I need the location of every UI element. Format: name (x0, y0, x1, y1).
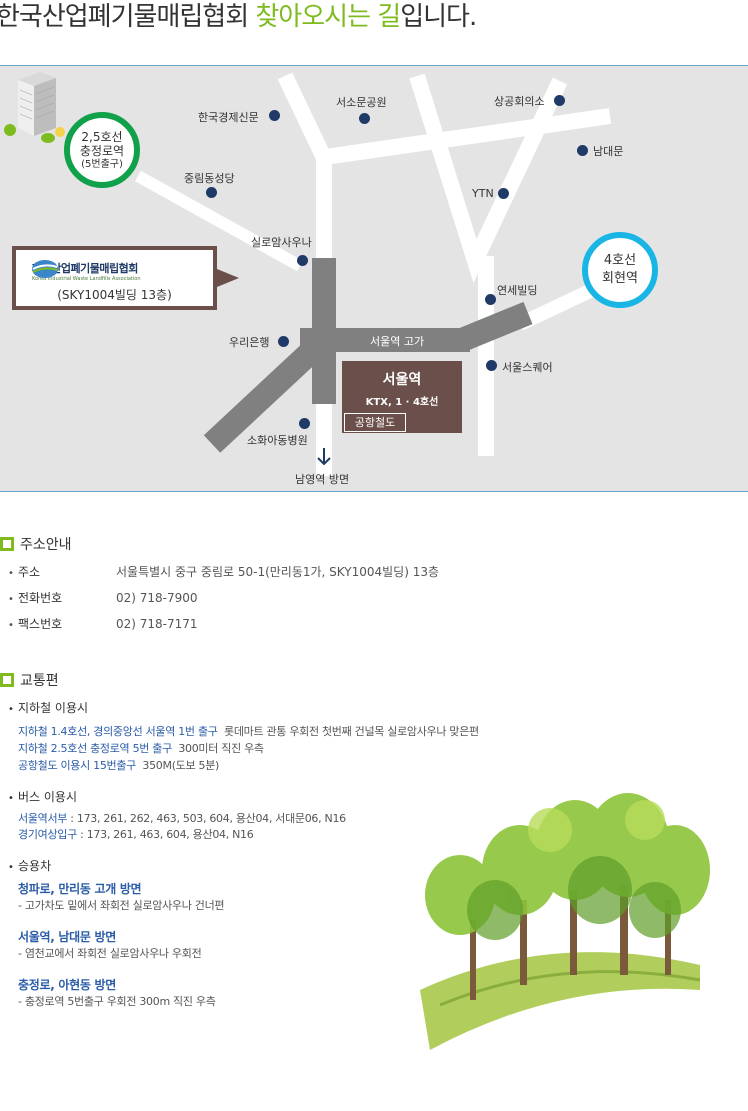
overpass-label: 서울역 고가 (370, 335, 425, 348)
road-y (409, 73, 568, 283)
place-chamber: 상공회의소 (494, 95, 545, 108)
place-seosomun-park: 서소문공원 (336, 96, 387, 109)
car-heading: •승용차 (8, 859, 52, 873)
road-top (316, 108, 612, 166)
car-route-1-title: 청파로, 만리동 고개 방면 (18, 882, 142, 896)
station-chungjeongno: 2,5호선 충정로역 (5번출구) (64, 112, 140, 188)
dot-sauna (297, 255, 308, 266)
dot-seosomun-park (359, 113, 370, 124)
location-map: 서소문공원 상공회의소 한국경제신문 남대문 중림동성당 YTN 실로암사우나 … (0, 65, 748, 492)
bus-heading: •버스 이용시 (8, 790, 78, 804)
dot-woori-bank (278, 336, 289, 347)
dot-hospital (299, 418, 310, 429)
dot-korea-economic-daily (269, 110, 280, 121)
road-hoehyeon (517, 284, 593, 331)
place-korea-economic-daily: 한국경제신문 (198, 111, 259, 124)
car-route-2-desc: - 염천교에서 좌회전 실로암사우나 우회전 (18, 947, 202, 960)
seoul-station-lines: KTX, 1 · 4호선 (365, 397, 439, 408)
transport-section-heading: 교통편 (0, 670, 59, 690)
square-bullet-icon (0, 673, 14, 687)
association-subtitle: Korea Industrial Waste Landfills Associa… (32, 276, 141, 282)
dot-chamber (554, 95, 565, 106)
dot-bullet-icon: • (8, 568, 14, 579)
station-hoehyeon: 4호선 회현역 (582, 232, 658, 308)
dot-namdaemun (577, 145, 588, 156)
place-sauna: 실로암사우나 (251, 236, 312, 249)
address-value: 서울특별시 중구 중림로 50-1(만리동1가, SKY1004빌딩) 13층 (116, 565, 439, 579)
road-nw (277, 72, 332, 162)
place-hospital: 소화아동병원 (247, 434, 308, 447)
subway-heading: •지하철 이용시 (8, 701, 89, 715)
bus-line-2: 경기여상입구 : 173, 261, 463, 604, 용산04, N16 (18, 828, 254, 841)
association-name: 한국산업폐기물매립협회 (32, 262, 138, 275)
place-woori-bank: 우리은행 (229, 336, 270, 349)
place-yonsei-bldg: 연세빌딩 (497, 284, 538, 297)
dot-bullet-icon: • (8, 620, 14, 631)
association-callout: 한국산업폐기물매립협회 Korea Industrial Waste Landf… (12, 246, 217, 310)
subway-line-2: 지하철 2.5호선 충정로역 5번 출구 300미터 직진 우측 (18, 742, 264, 755)
callout-pointer (217, 269, 239, 287)
phone-value: 02) 718-7900 (116, 591, 198, 605)
association-address: (SKY1004빌딩 13층) (57, 288, 172, 302)
dot-bullet-icon: • (8, 862, 14, 873)
address-section-heading: 주소안내 (0, 534, 72, 554)
place-namyoung: 남영역 방면 (295, 473, 350, 486)
title-highlight: 찾아오시는 길 (255, 2, 401, 32)
car-route-2-title: 서울역, 남대문 방면 (18, 930, 116, 944)
overpass-sw (203, 325, 339, 453)
dot-jungnim-church (206, 187, 217, 198)
page-title: 한국산업폐기물매립협회 찾아오시는 길입니다. (0, 0, 477, 33)
tree-illustration-icon (420, 793, 710, 1050)
place-namdaemun: 남대문 (593, 145, 624, 158)
title-suffix: 입니다. (400, 2, 477, 32)
bus-line-1: 서울역서부 : 173, 261, 262, 463, 503, 604, 용산… (18, 812, 346, 825)
seoul-station-name: 서울역 (382, 372, 422, 388)
airport-railroad-tag: 공항철도 (344, 413, 406, 432)
square-bullet-icon (0, 537, 14, 551)
road-network (135, 72, 612, 476)
association-logo-icon (32, 260, 58, 278)
car-route-3-title: 충정로, 아현동 방면 (18, 978, 116, 992)
place-jungnim-church: 중림동성당 (184, 172, 235, 185)
dot-ytn (498, 188, 509, 199)
fax-value: 02) 718-7171 (116, 617, 198, 631)
dot-bullet-icon: • (8, 704, 14, 715)
building-icon (4, 72, 65, 143)
car-route-1-desc: - 고가차도 밑에서 좌회전 실로암사우나 건너편 (18, 899, 225, 912)
road-chungjeongno (135, 170, 303, 272)
dot-yonsei-bldg (485, 294, 496, 305)
subway-line-3: 공항철도 이용시 15번출구 350M(도보 5분) (18, 759, 220, 772)
overpass-east (457, 301, 533, 352)
dot-bullet-icon: • (8, 594, 14, 605)
place-seoul-square: 서울스퀘어 (502, 361, 553, 374)
association-logo: 한국산업폐기물매립협회 Korea Industrial Waste Landf… (32, 260, 141, 282)
place-ytn: YTN (472, 187, 494, 200)
dot-seoul-square (486, 360, 497, 371)
subway-line-1: 지하철 1.4호선, 경의중앙선 서울역 1번 출구 롯데마트 관통 우회전 첫… (18, 725, 479, 738)
car-route-3-desc: - 충정로역 5번출구 우회전 300m 직진 우측 (18, 995, 216, 1008)
dot-bullet-icon: • (8, 793, 14, 804)
arrow-down-icon (317, 448, 331, 466)
title-prefix: 한국산업폐기물매립협회 (0, 2, 256, 32)
